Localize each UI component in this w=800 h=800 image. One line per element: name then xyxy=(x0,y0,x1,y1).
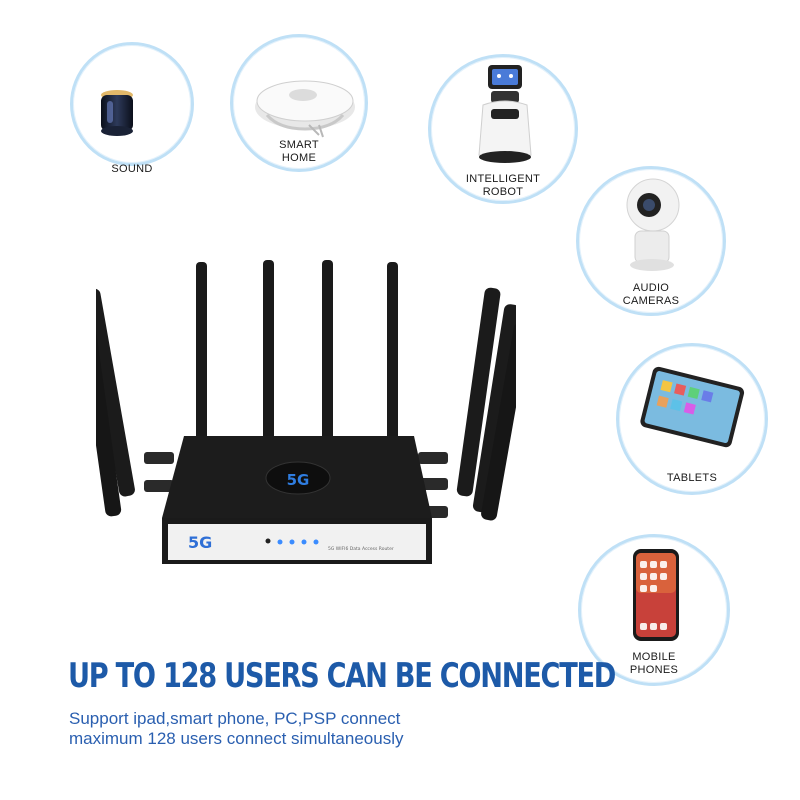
subtext-line-1: Support ipad,smart phone, PC,PSP connect xyxy=(69,709,401,728)
tablet-icon xyxy=(640,366,745,448)
router-front-panel xyxy=(168,524,426,560)
antenna xyxy=(322,260,333,440)
device-tablets: TABLETS xyxy=(616,343,768,495)
device-smart-home: SMART HOME xyxy=(230,34,368,172)
device-label-line: MOBILE xyxy=(632,651,676,663)
robot-icon xyxy=(478,65,532,163)
phone-icon xyxy=(633,549,679,641)
led-indicator xyxy=(289,539,295,545)
antenna xyxy=(387,262,398,442)
router-badge xyxy=(265,461,331,495)
antenna xyxy=(481,322,516,521)
device-label-line: AUDIO xyxy=(632,282,670,294)
robot-vacuum-icon xyxy=(255,80,355,138)
device-label-line: CAMERAS xyxy=(622,295,680,307)
headline: UP TO 128 USERS CAN BE CONNECTED xyxy=(68,656,616,696)
antenna xyxy=(196,262,207,442)
device-label-line: SMART xyxy=(279,139,319,151)
router-front-logo: 5G xyxy=(188,533,212,552)
device-label-line: PHONES xyxy=(629,664,679,676)
led-indicator xyxy=(313,539,319,545)
camera-icon xyxy=(626,178,680,271)
router-badge-text: 5G xyxy=(287,471,310,489)
device-label-line: TABLETS xyxy=(666,472,718,484)
router-front-caption: 5G WIFI6 Data Access Router xyxy=(328,546,394,552)
antenna xyxy=(263,260,274,440)
device-label-line: SOUND xyxy=(111,163,153,175)
antenna xyxy=(456,287,501,497)
device-label-line: INTELLIGENT xyxy=(465,173,541,185)
led-indicator xyxy=(301,539,307,545)
led-indicator xyxy=(277,539,283,545)
antenna xyxy=(472,304,516,513)
antenna xyxy=(96,317,122,517)
device-cameras: AUDIO CAMERAS xyxy=(576,166,726,316)
led-indicator xyxy=(265,538,271,544)
device-sound: SOUND xyxy=(70,42,194,175)
device-label-line: ROBOT xyxy=(482,186,524,198)
device-robot: INTELLIGENT ROBOT xyxy=(428,54,578,204)
speaker-icon xyxy=(101,90,133,136)
subtext-line-2: maximum 128 users connect simultaneously xyxy=(69,729,404,748)
device-phones: MOBILE PHONES xyxy=(578,534,730,686)
router-icon: 5G 5G 5G WIFI6 Data Access Router xyxy=(96,260,516,564)
device-label-line: HOME xyxy=(281,152,317,164)
